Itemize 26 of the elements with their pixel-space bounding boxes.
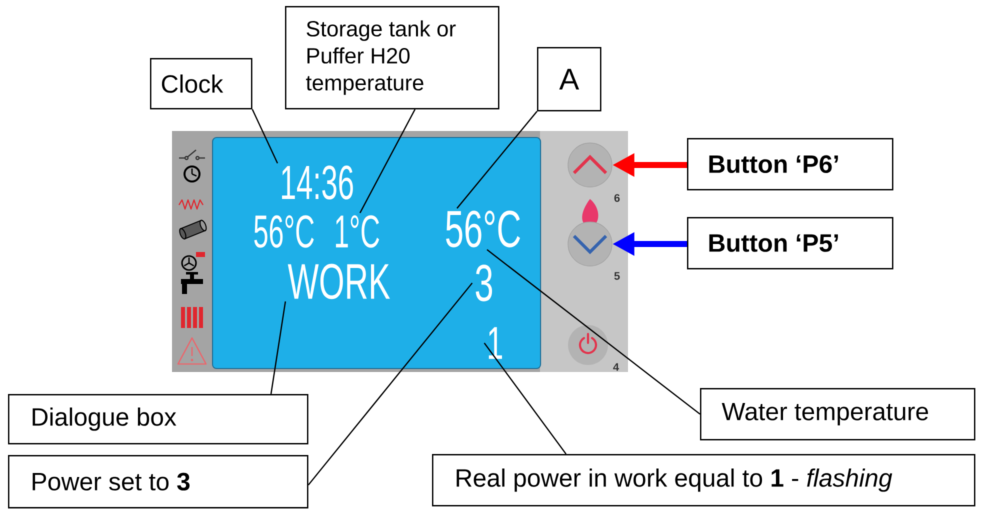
callout-box: Dialogue box bbox=[8, 394, 308, 444]
lcd-readout: 14:36 bbox=[282, 166, 353, 200]
lcd-readout: 1 bbox=[488, 327, 502, 359]
leader-line bbox=[359, 109, 416, 214]
button-number: 5 bbox=[614, 272, 620, 280]
button-number: 4 bbox=[613, 363, 619, 371]
leader-line bbox=[486, 249, 700, 415]
callout-box: Button ‘P6’ bbox=[687, 138, 894, 190]
callout-box: Water temperature bbox=[700, 388, 976, 440]
lcd-readout: WORK bbox=[288, 264, 390, 300]
callout-box: Clock bbox=[150, 58, 252, 110]
callout-box: A bbox=[537, 47, 602, 112]
leader-line bbox=[308, 282, 473, 486]
callout-box: Real power in work equal to 1 - flashing bbox=[432, 454, 976, 506]
leader-line bbox=[484, 342, 567, 454]
button-number: 6 bbox=[614, 194, 620, 202]
lcd-readout: 56°C bbox=[254, 215, 314, 248]
callout-box: Button ‘P5’ bbox=[687, 217, 894, 270]
lcd-readout: 3 bbox=[476, 264, 492, 302]
lcd-readout: 56°C bbox=[446, 210, 520, 248]
leader-line bbox=[456, 110, 538, 209]
callout-box: Power set to 3 bbox=[8, 454, 308, 508]
lcd-readout: 1°C bbox=[336, 215, 380, 248]
callout-box: Storage tank or Puffer H20 temperature bbox=[285, 6, 500, 110]
leader-line bbox=[270, 301, 286, 394]
leader-line bbox=[252, 109, 278, 164]
